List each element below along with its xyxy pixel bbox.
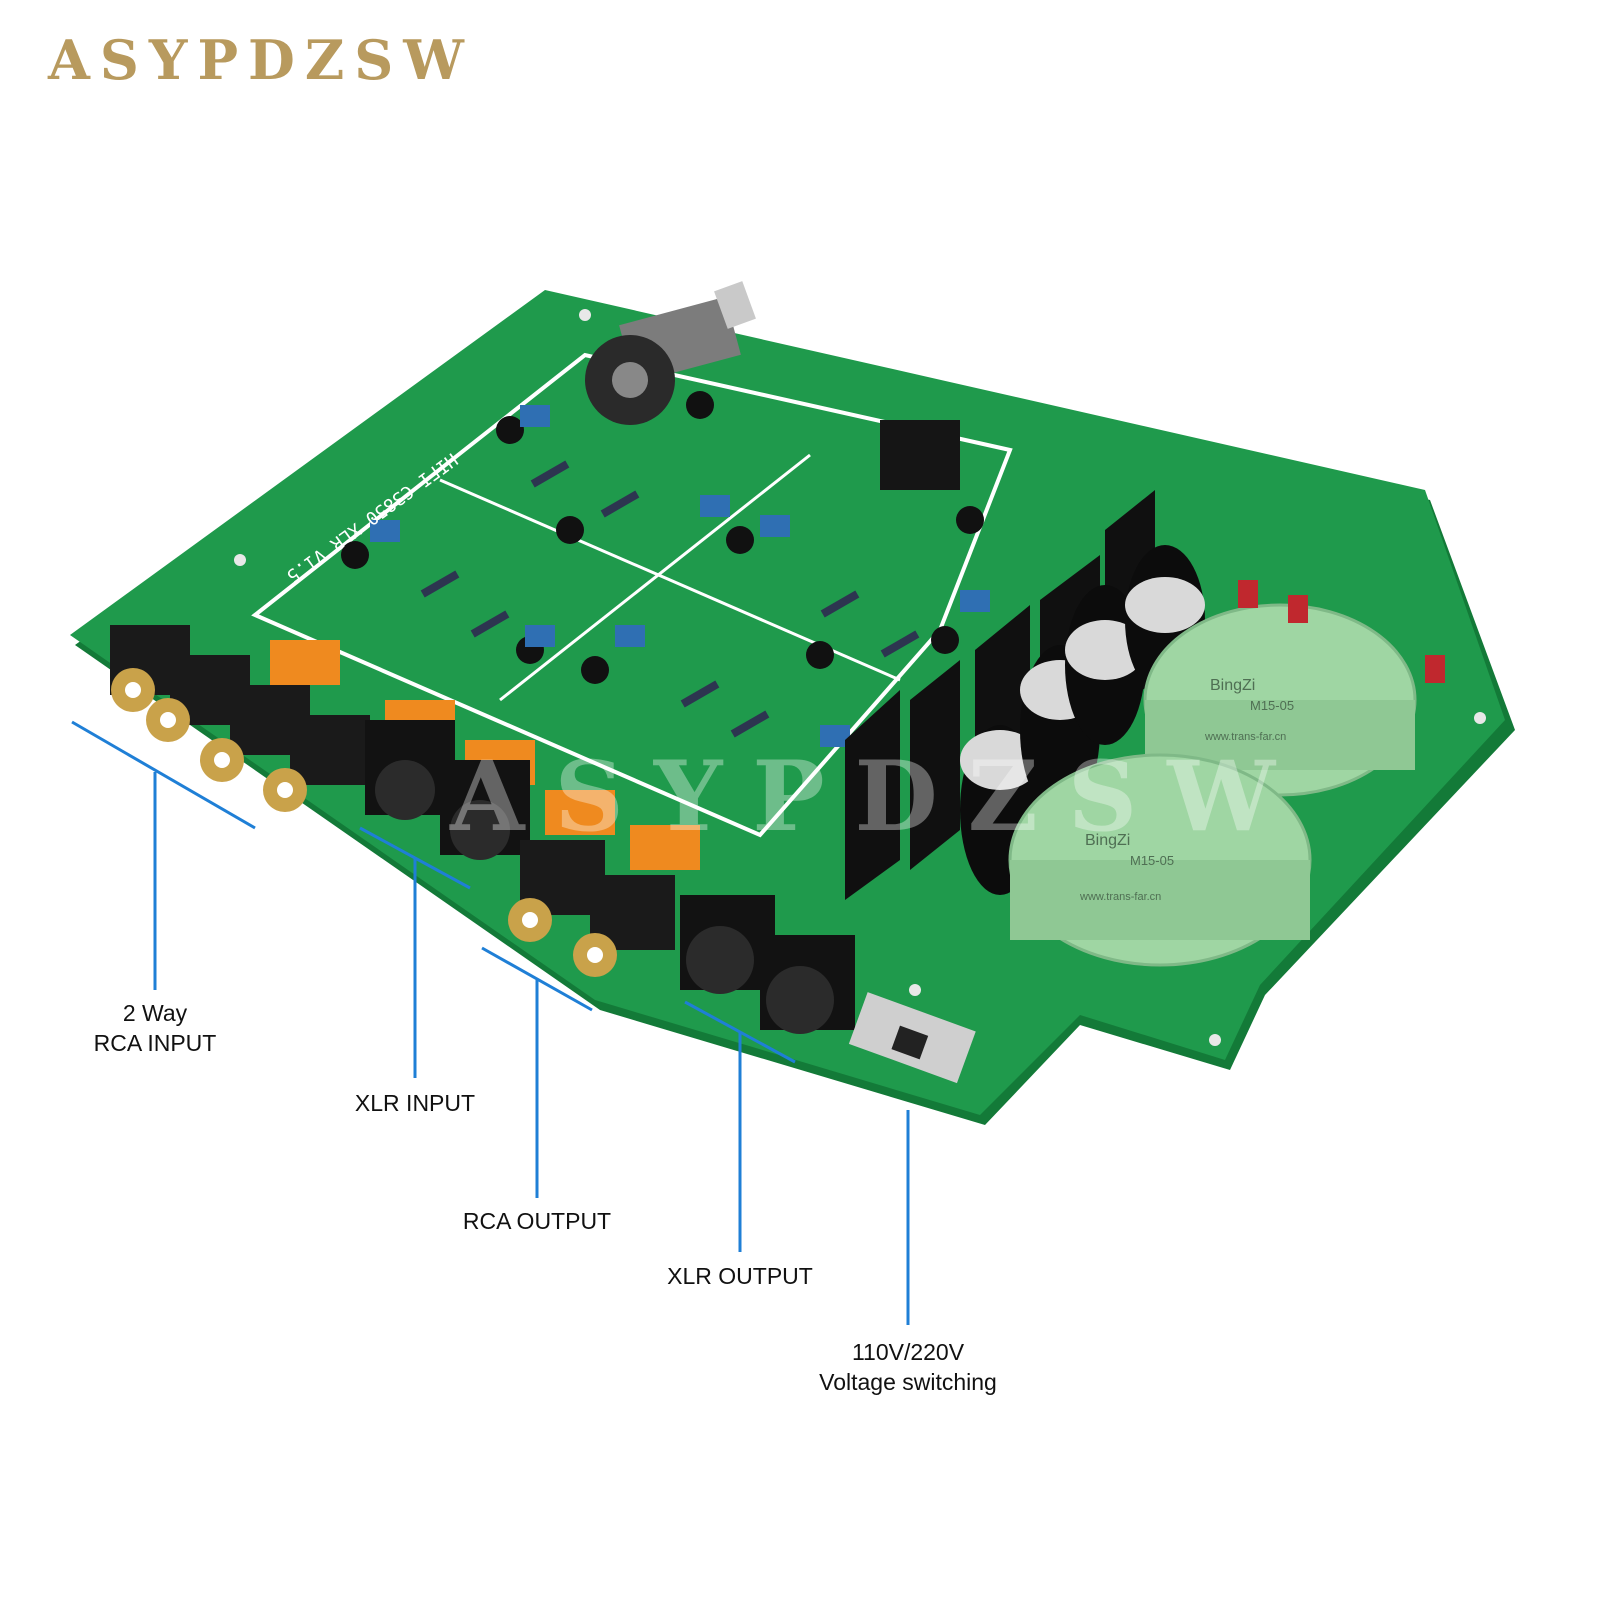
mount-hole	[909, 984, 921, 996]
rca-input-jacks	[110, 625, 370, 812]
transformer-brand: BingZi	[1085, 832, 1130, 849]
transformer: BingZi M15-05 www.trans-far.cn	[1008, 753, 1312, 967]
transformer-url: www.trans-far.cn	[1204, 731, 1286, 743]
small-components	[341, 391, 990, 747]
mount-hole	[579, 309, 591, 321]
xlr-input-jacks	[365, 720, 530, 860]
rca-output-jacks	[508, 840, 675, 977]
callout-xlr-output: XLR OUTPUT	[667, 1263, 813, 1289]
mount-hole	[1474, 712, 1486, 724]
callout-rca-output: RCA OUTPUT	[462, 1208, 612, 1234]
transformer-model: M15-05	[1130, 853, 1174, 868]
callout-voltage: 110V/220V Voltage switching	[790, 1337, 1026, 1397]
headphone-jack	[880, 420, 960, 490]
xlr-output-jacks	[680, 895, 855, 1034]
transformer-brand: BingZi	[1210, 677, 1255, 694]
callout-xlr-input: XLR INPUT	[354, 1090, 476, 1116]
callout-lines	[71, 720, 910, 1325]
mount-hole	[1209, 1034, 1221, 1046]
voltage-switch	[848, 992, 976, 1084]
toggle-switches	[1238, 580, 1445, 683]
callout-rca-input: 2 Way RCA INPUT	[85, 998, 225, 1058]
callout-voltage-line1: 110V/220V	[851, 1339, 965, 1365]
transformer: BingZi M15-05 www.trans-far.cn	[1143, 603, 1417, 797]
volume-potentiometer	[585, 281, 756, 425]
mount-hole	[234, 554, 246, 566]
callout-rca-input-line1: 2 Way	[122, 1000, 188, 1026]
transformer-url: www.trans-far.cn	[1079, 891, 1161, 903]
callout-voltage-line2: Voltage switching	[819, 1369, 997, 1395]
transformer-model: M15-05	[1250, 698, 1294, 713]
watermark: ASYPDZSW	[450, 740, 1305, 853]
callout-rca-input-line2: RCA INPUT	[93, 1030, 217, 1056]
brand-logo: ASYPDZSW	[48, 28, 474, 92]
